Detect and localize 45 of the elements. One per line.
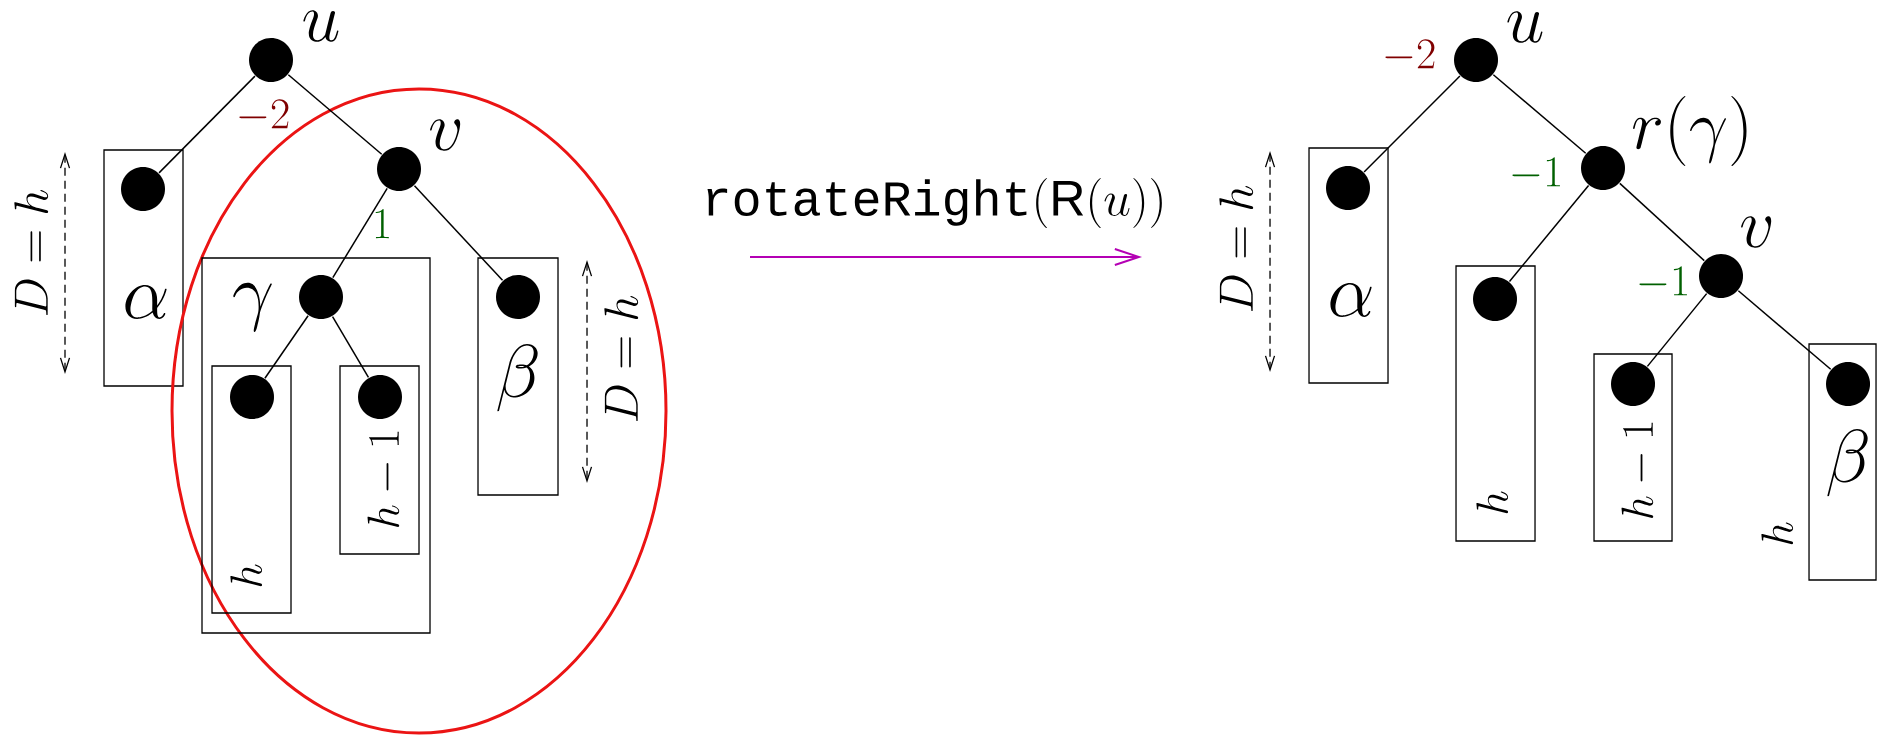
- tree-edge: [331, 315, 370, 379]
- tree-node-dot: [230, 375, 274, 419]
- subtree-box: $h-1$: [1593, 353, 1673, 542]
- subtree-box: $h-1$: [339, 365, 420, 555]
- dimension-label: $D = h$: [604, 296, 639, 422]
- node-label: $u$: [1507, 11, 1543, 43]
- operation-label: $\mathtt{rotateRight}(\mathsf{R}(u))$: [707, 178, 1162, 228]
- tree-node-dot: [1473, 277, 1517, 321]
- balance-label: $-1$: [1512, 157, 1560, 187]
- tree-edge: [158, 75, 256, 174]
- height-label: $h$: [1761, 522, 1794, 545]
- tree-edge: [264, 315, 309, 380]
- tree-node-dot: [299, 275, 343, 319]
- subtree-box: $h$: [1455, 265, 1536, 542]
- tree-node-dot: [1826, 362, 1871, 406]
- highlight-ellipse: [170, 87, 668, 735]
- tree-edge: [1619, 182, 1705, 262]
- subtree-box: $\beta$: [477, 257, 559, 496]
- tree-edge: [1646, 292, 1708, 368]
- tree-node-dot: [358, 375, 402, 419]
- node-label: $v$: [430, 119, 461, 151]
- tree-edge: [332, 187, 388, 279]
- dimension-label: $D = h$: [1219, 186, 1254, 312]
- node-label: $u$: [303, 10, 339, 42]
- tree-edge: [1508, 184, 1590, 283]
- balance-label: $1$: [375, 209, 389, 239]
- node-label: $r(\gamma)$: [1633, 96, 1747, 166]
- balance-label: $-2$: [239, 99, 289, 129]
- tree-edge: [1737, 290, 1832, 370]
- tree-node-dot: [121, 167, 165, 211]
- subtree-box: $\beta$: [1808, 343, 1877, 581]
- balance-label: $-2$: [1385, 39, 1435, 69]
- balance-label: $-1$: [1639, 266, 1687, 296]
- subtree-box: $\alpha$: [1308, 147, 1389, 384]
- tree-node-dot: [1611, 362, 1656, 406]
- dimension-label: $D = h$: [14, 190, 49, 316]
- tree-node-dot: [496, 275, 540, 319]
- tree-edge: [287, 74, 383, 155]
- tree-edge: [413, 184, 504, 282]
- node-label: $v$: [1741, 216, 1772, 248]
- subtree-box: $h$: [211, 365, 292, 614]
- tree-node-dot: [1326, 166, 1370, 210]
- tree-edge: [1492, 74, 1587, 154]
- tree-edge: [1363, 75, 1461, 173]
- subtree-box: $\alpha$: [103, 149, 184, 387]
